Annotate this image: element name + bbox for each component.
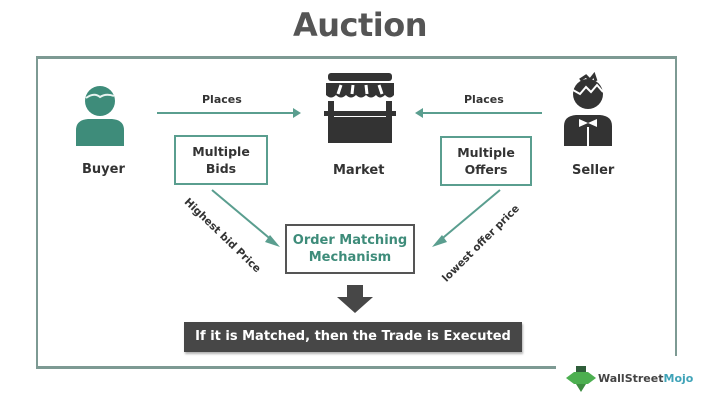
places-label-right: Places [464, 93, 504, 106]
frame-border-top [36, 56, 677, 59]
arrow-offers-to-matching [432, 189, 501, 247]
omm-line-2: Mechanism [308, 250, 392, 265]
market-label: Market [333, 163, 385, 178]
multiple-bids-box: Multiple Bids [174, 135, 268, 185]
wallstreetmojo-logo-icon [566, 366, 596, 392]
places-label-left: Places [202, 93, 242, 106]
buyer-person-icon [76, 86, 124, 146]
arrow-buyer-to-market [157, 108, 301, 118]
order-matching-mechanism-box: Order Matching Mechanism [285, 224, 415, 274]
arrow-seller-to-market [415, 108, 542, 118]
logo-part1: WallStreet [598, 372, 664, 385]
trade-executed-banner: If it is Matched, then the Trade is Exec… [184, 322, 522, 352]
offers-line-2: Offers [464, 162, 508, 177]
market-storefront-icon [324, 73, 396, 143]
frame-border-bottom [36, 366, 556, 369]
down-arrow-icon [337, 285, 373, 313]
omm-line-1: Order Matching [292, 233, 408, 248]
diagram-title: Auction [292, 6, 428, 44]
buyer-label: Buyer [82, 162, 125, 177]
logo-part2: Mojo [663, 372, 694, 385]
seller-label: Seller [572, 163, 615, 178]
multiple-offers-box: Multiple Offers [440, 136, 532, 186]
frame-border-left [36, 56, 38, 368]
seller-person-bowtie-icon [564, 72, 612, 146]
wallstreetmojo-logo-text: WallStreetMojo [598, 372, 693, 385]
bids-line-1: Multiple [192, 144, 250, 159]
bids-line-2: Bids [205, 161, 237, 176]
frame-border-right [675, 56, 677, 356]
arrow-bids-to-matching [211, 189, 280, 247]
offers-line-1: Multiple [457, 145, 515, 160]
